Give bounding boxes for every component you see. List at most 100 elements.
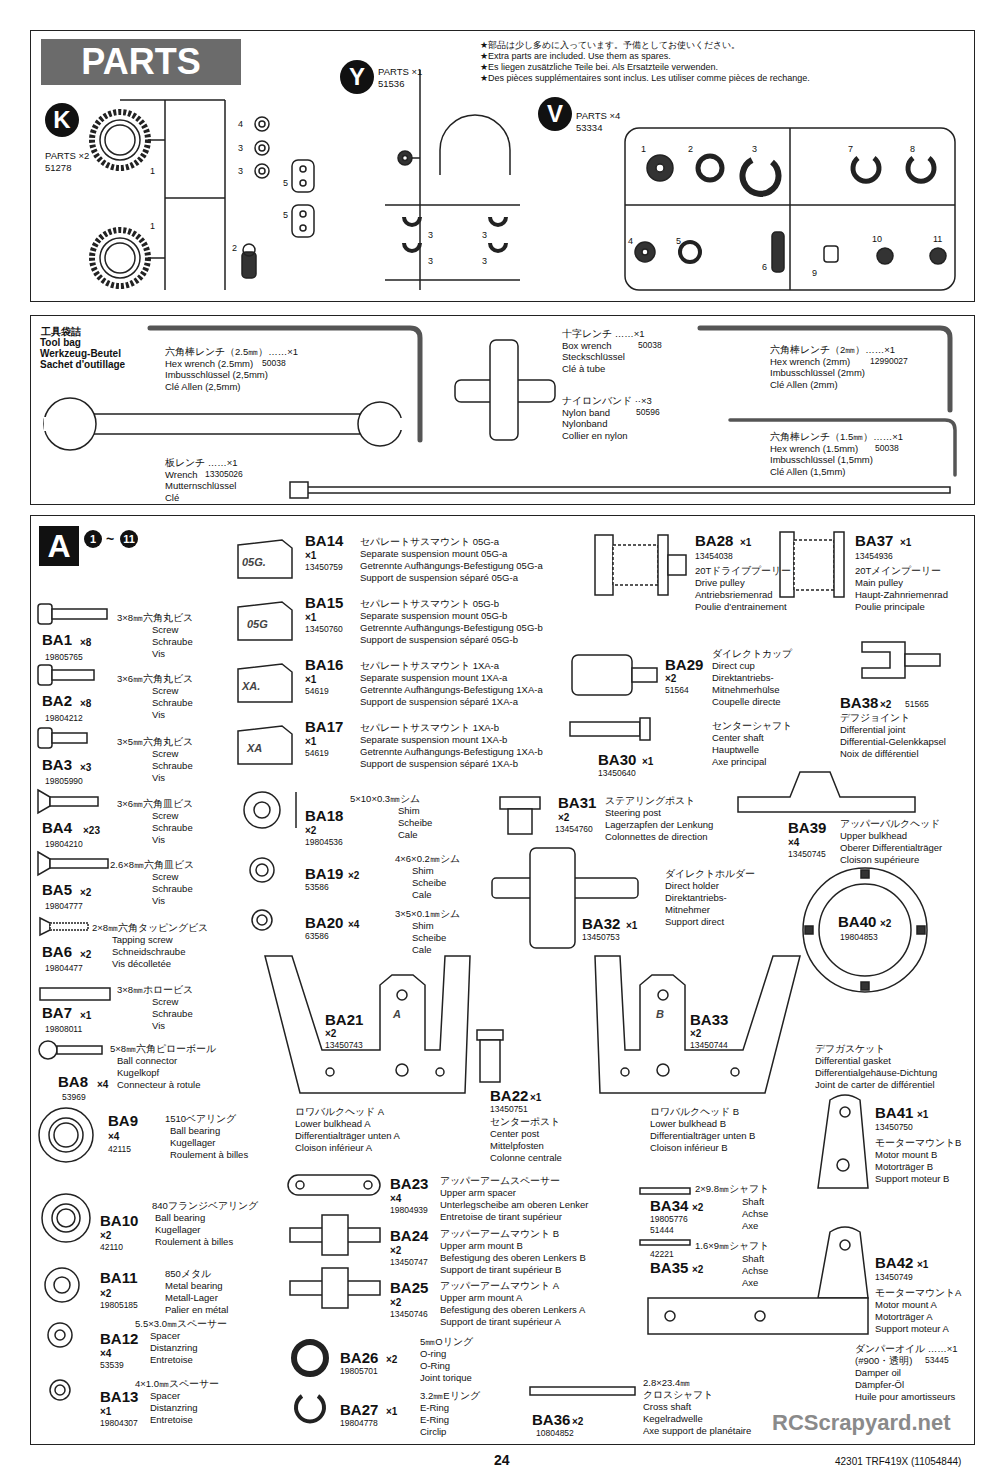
- part-text: Nylon band: [562, 407, 610, 418]
- part-text: Kugellager: [170, 1137, 215, 1148]
- item-code: 19805990: [45, 776, 83, 786]
- part-text: Spacer: [150, 1390, 180, 1401]
- part-text: Separate suspension mount 1XA-b: [360, 734, 507, 745]
- part-number: BA16: [305, 657, 343, 673]
- part-text: Befestigung des oberen Lenkers B: [440, 1252, 586, 1263]
- item-code: 19805185: [100, 1300, 138, 1310]
- part-text: Support de tirant supérieur B: [440, 1264, 561, 1275]
- item-code: 53539: [100, 1360, 124, 1370]
- part-text: Roulement à billes: [155, 1236, 233, 1247]
- part-text: Schraube: [152, 1008, 193, 1019]
- part-text: Differential gasket: [815, 1055, 891, 1066]
- part-text: 3×5㎜六角丸ビス: [117, 736, 193, 747]
- part-text: Shim: [412, 865, 434, 876]
- part-text: Vis: [152, 772, 165, 783]
- part-text: Direktantriebs-: [665, 892, 727, 903]
- item-code: 50038: [638, 340, 662, 350]
- part-text: Clé Allen (2,5mm): [165, 381, 241, 392]
- note: ★部品は少し多めに入っています。予備としてお使いください。: [480, 40, 740, 50]
- part-text: ダイレクトカップ: [712, 648, 792, 659]
- part-text: 5.5×3.0㎜スペーサー: [135, 1318, 227, 1329]
- item-code: 13454038: [695, 551, 733, 561]
- part-text: Hauptwelle: [712, 744, 759, 755]
- part-text: Lagerzapfen der Lenkung: [605, 819, 713, 830]
- part-text: Schraube: [152, 697, 193, 708]
- part-text: Differentialträger unten B: [650, 1130, 755, 1141]
- part-text: ロワバルクヘッド A: [295, 1106, 384, 1117]
- part-text: Cross shaft: [643, 1401, 691, 1412]
- part-text: 20Tドライブプーリー: [695, 565, 791, 576]
- item-code: 13450751: [490, 1104, 528, 1114]
- part-text: E-Ring: [420, 1402, 449, 1413]
- part-text: PARTS ×4: [576, 110, 620, 121]
- part-text: Achse: [742, 1265, 768, 1276]
- part-text: 5×10×0.3㎜シム: [350, 793, 420, 804]
- part-number: BA11: [100, 1270, 138, 1286]
- part-text: Collier en nylon: [562, 430, 627, 441]
- part-text: Haupt-Zahnriemenrad: [855, 589, 948, 600]
- part-text: 51278: [45, 162, 71, 173]
- part-text: Getrennte Aufhängungs-Befestigung 1XA-a: [360, 684, 543, 695]
- quantity: ×2: [348, 870, 359, 881]
- callout-number: 3: [238, 143, 243, 153]
- part-text: Metal bearing: [165, 1280, 223, 1291]
- part-text: 3.2㎜Eリング: [420, 1390, 480, 1401]
- part-number: BA3: [42, 757, 72, 773]
- part-text: Separate suspension mount 05G-b: [360, 610, 507, 621]
- part-text: Shim: [398, 805, 420, 816]
- quantity: ×4: [108, 1131, 119, 1142]
- part-text: Imbusschlüssel (1,5mm): [770, 454, 873, 465]
- part-text: Ball bearing: [155, 1212, 205, 1223]
- part-text: アッパーアームスペーサー: [440, 1175, 560, 1186]
- part-text: Entretoise: [150, 1354, 193, 1365]
- part-text: 2×8㎜六角タッピングビス: [92, 922, 208, 933]
- part-number: BA39: [788, 820, 826, 836]
- quantity: ×8: [80, 698, 91, 709]
- part-marking: B: [656, 1008, 664, 1020]
- part-text: 1.6×9㎜シャフト: [695, 1240, 769, 1251]
- part-text: Entretoise: [150, 1414, 193, 1425]
- part-text: Direct holder: [665, 880, 719, 891]
- part-text: アッパーバルクヘッド: [840, 818, 940, 829]
- item-code: 50038: [262, 358, 286, 368]
- item-code: 13450640: [598, 768, 636, 778]
- item-code: 13454936: [855, 551, 893, 561]
- item-code: 13450750: [875, 1122, 913, 1132]
- part-text: O-Ring: [420, 1360, 450, 1371]
- part-text: E-Ring: [420, 1414, 449, 1425]
- part-text: Shaft: [742, 1253, 764, 1264]
- quantity: ×1: [386, 1406, 397, 1417]
- part-number: BA2: [42, 693, 72, 709]
- part-text: Support de suspension séparé 05G-b: [360, 634, 518, 645]
- part-text: Vis: [152, 1020, 165, 1031]
- part-text: Box wrench: [562, 340, 612, 351]
- part-text: Schraube: [152, 822, 193, 833]
- item-code: 13450746: [390, 1309, 428, 1319]
- part-text: Roulement à billes: [170, 1149, 248, 1160]
- part-text: Separate suspension mount 1XA-a: [360, 672, 507, 683]
- callout-number: 5: [676, 236, 681, 246]
- part-text: Cloison supérieure: [840, 854, 919, 865]
- quantity: ×4: [390, 1193, 401, 1204]
- quantity: ×1: [917, 1109, 928, 1120]
- quantity: ×2: [390, 1297, 401, 1308]
- item-code: 54619: [305, 748, 329, 758]
- part-text: Schraube: [152, 883, 193, 894]
- quantity: ×1: [642, 756, 653, 767]
- part-text: Axe principal: [712, 756, 766, 767]
- part-text: 5㎜Oリング: [420, 1336, 473, 1347]
- part-text: 20Tメインプーリー: [855, 565, 941, 576]
- callout-number: 7: [848, 144, 853, 154]
- part-text: Imbusschlüssel (2,5mm): [165, 369, 268, 380]
- callout-number: 5: [283, 210, 288, 220]
- item-code: 19804778: [340, 1418, 378, 1428]
- quantity: ×2: [558, 812, 569, 823]
- part-text: Support moteur B: [875, 1173, 949, 1184]
- part-text: Colonne centrale: [490, 1152, 562, 1163]
- part-text: Joint torique: [420, 1372, 472, 1383]
- page-number: 24: [494, 1452, 510, 1468]
- part-text: 六角棒レンチ（1.5㎜）……×1: [770, 431, 903, 442]
- part-text: 3×5×0.1㎜シム: [395, 908, 460, 919]
- callout-number: 4: [628, 236, 633, 246]
- part-text: 板レンチ ……×1: [165, 457, 237, 468]
